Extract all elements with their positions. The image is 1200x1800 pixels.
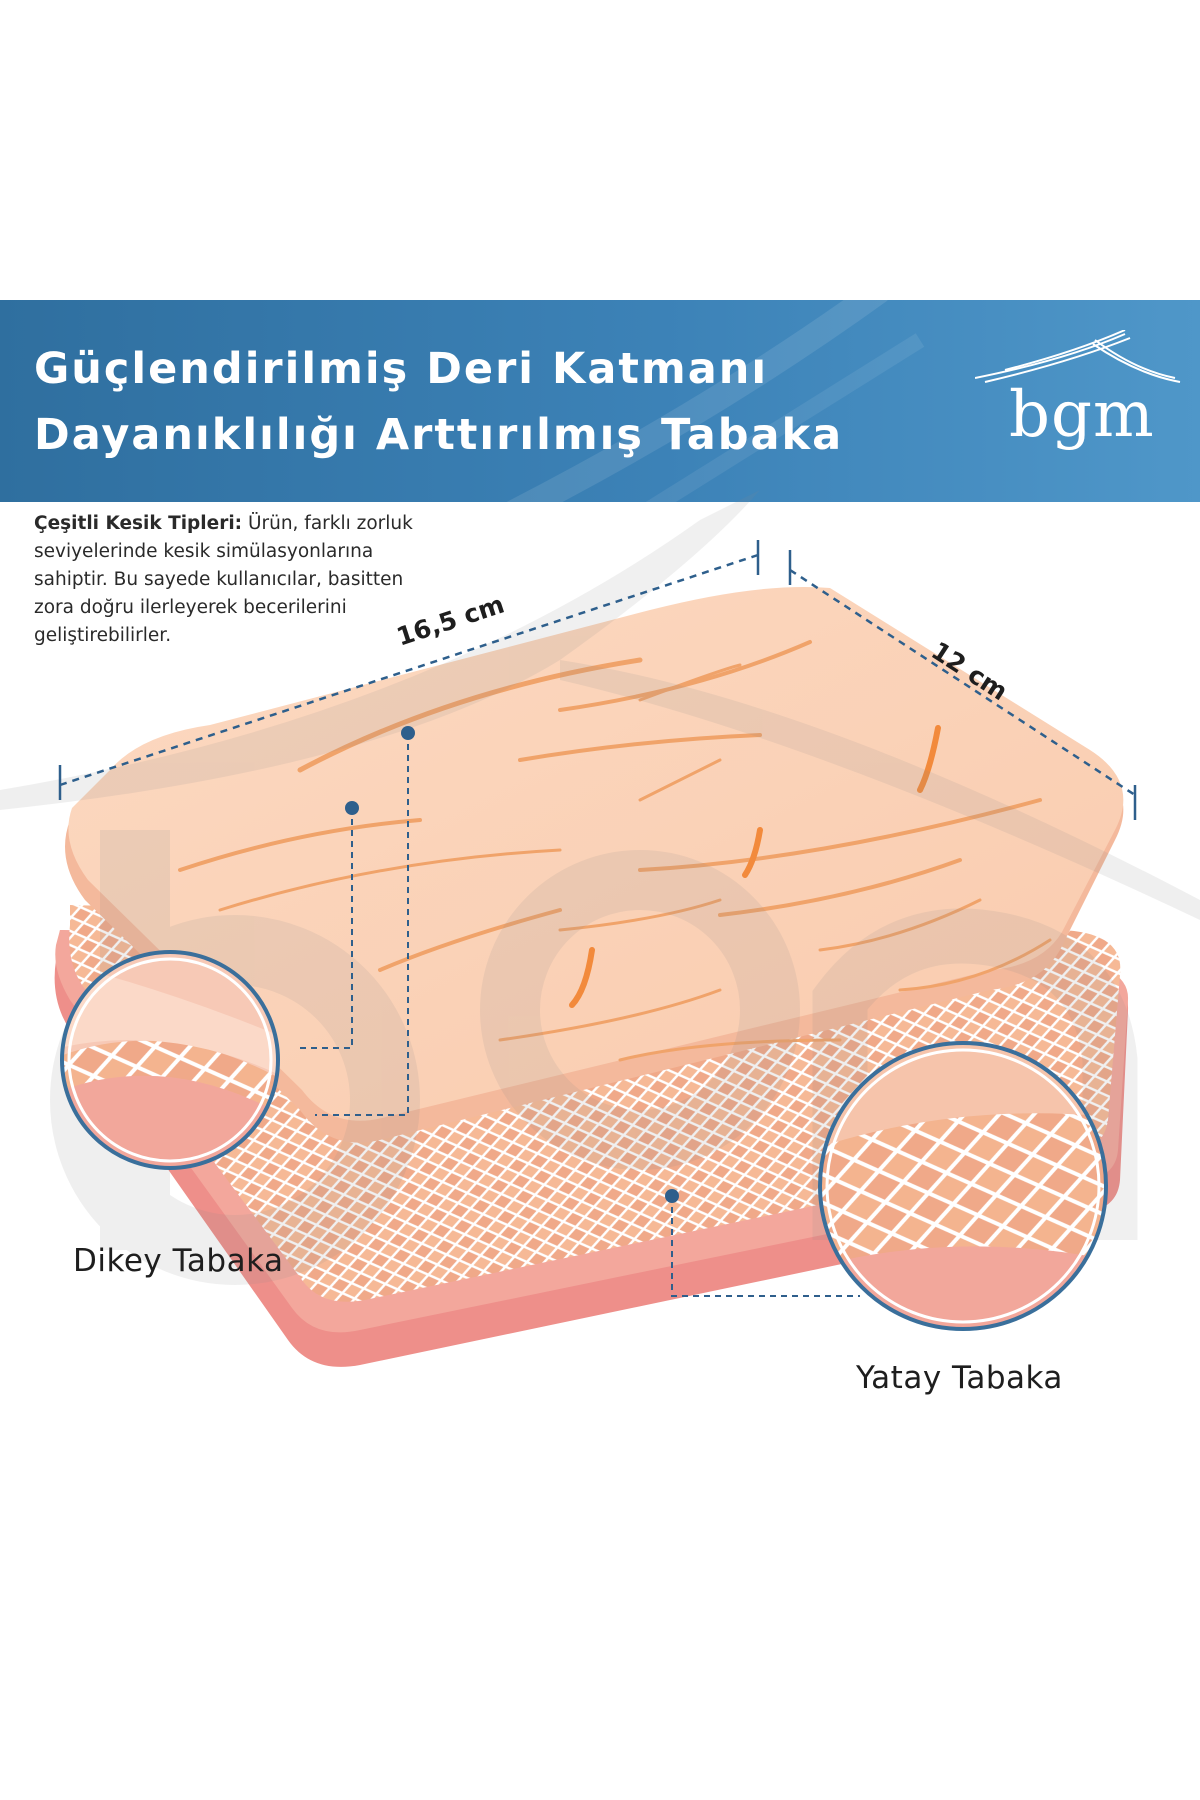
logo-text: bgm <box>1009 378 1155 452</box>
description-text: Çeşitli Kesik Tipleri: Ürün, farklı zorl… <box>34 510 444 650</box>
skin-pad <box>65 586 1124 1143</box>
title-line-2: Dayanıklılığı Arttırılmış Tabaka <box>34 410 844 460</box>
description-heading: Çeşitli Kesik Tipleri: <box>34 513 243 534</box>
incisions <box>178 640 1052 1062</box>
banner-swoosh-decoration <box>506 300 925 502</box>
callout-connectors <box>298 733 860 1297</box>
header-banner: Güçlendirilmiş Deri Katmanı Dayanıklılığ… <box>0 300 1200 502</box>
vertical-layer-magnifier <box>60 950 280 1170</box>
horizontal-layer-label: Yatay Tabaka <box>856 1360 1063 1396</box>
title-line-1: Güçlendirilmiş Deri Katmanı <box>34 344 769 394</box>
bgm-logo: bgm <box>975 330 1185 470</box>
logo-roof-icon <box>975 330 1181 383</box>
description-body: Ürün, farklı zorluk seviyelerinde kesik … <box>34 513 413 646</box>
dimension-lines <box>58 540 1137 820</box>
callout-dots <box>345 726 679 1203</box>
page-title: Güçlendirilmiş Deri Katmanı Dayanıklılığ… <box>34 336 843 468</box>
vertical-layer-label: Dikey Tabaka <box>73 1243 284 1279</box>
